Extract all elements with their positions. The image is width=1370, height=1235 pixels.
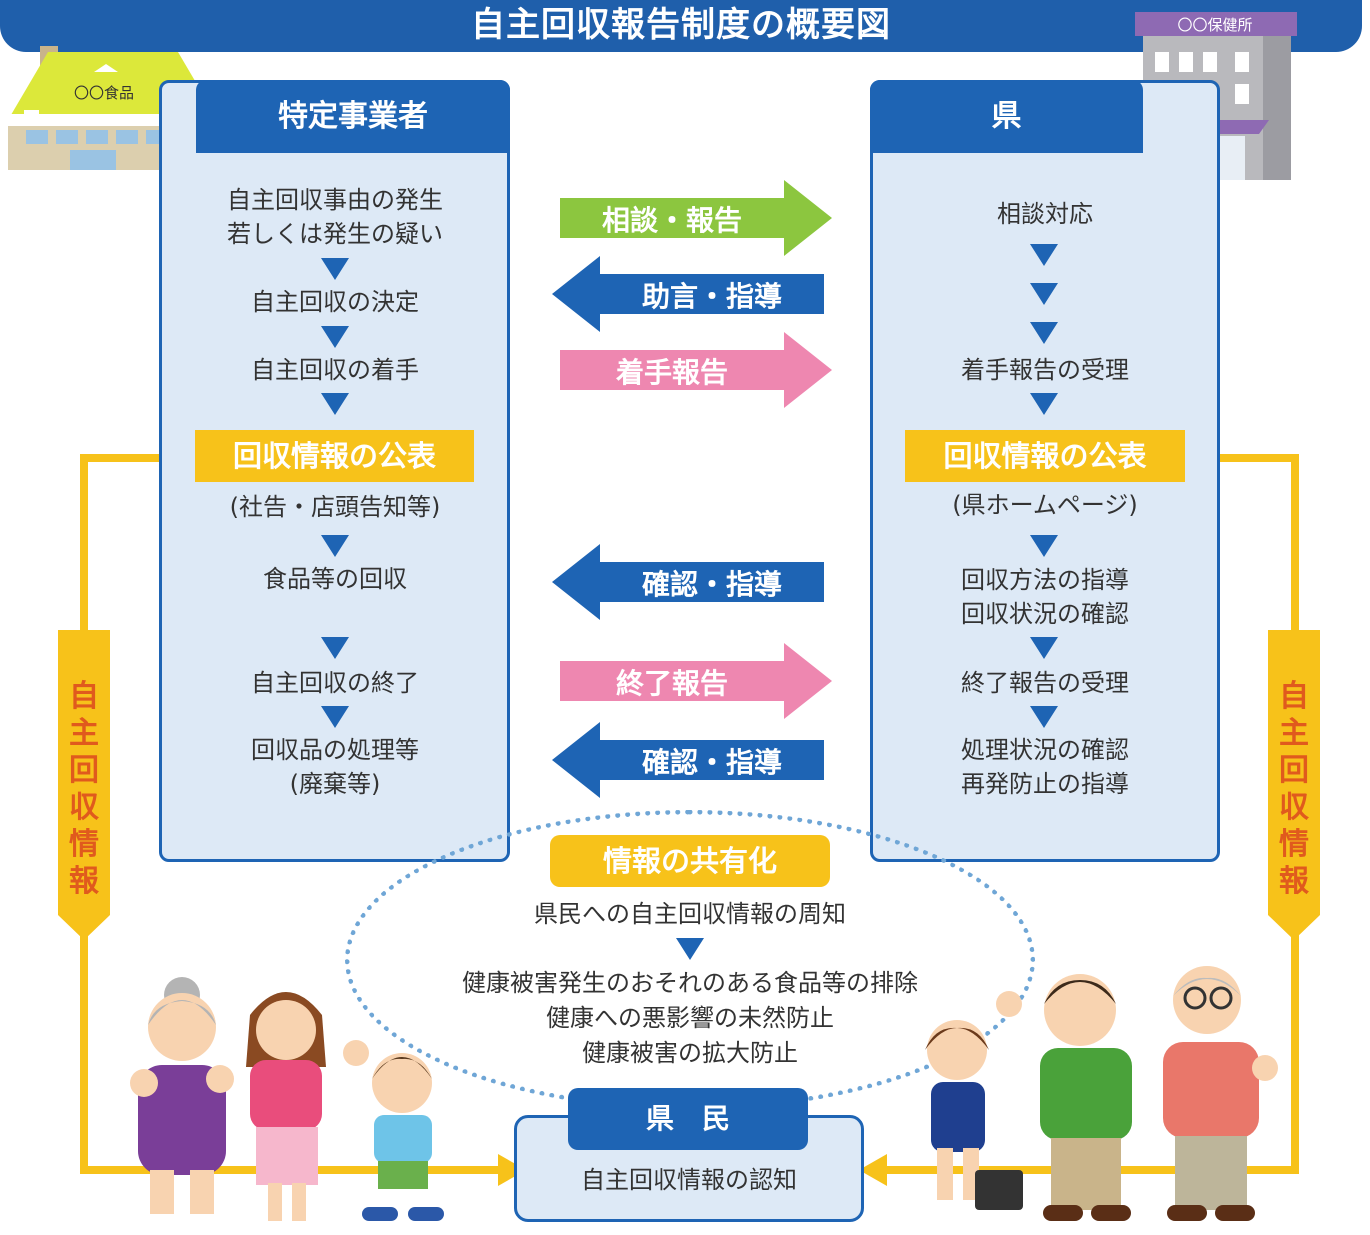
publication-note-left: (社告・店頭告知等) bbox=[229, 493, 441, 521]
step-food-recall: 食品等の回収 bbox=[263, 565, 407, 593]
side-label-left: 自主回収情報 bbox=[62, 678, 106, 900]
step-method-guidance: 回収方法の指導 bbox=[961, 566, 1129, 594]
arrow-start-report bbox=[560, 332, 832, 408]
citizens-header: 県 民 bbox=[568, 1088, 808, 1150]
food-company-sign: 〇〇食品 bbox=[73, 84, 134, 102]
side-label-right-text: 自主回収情報 bbox=[1272, 678, 1316, 900]
step-recall-start: 自主回収の着手 bbox=[251, 356, 419, 384]
arrow-label-confirm-guidance-2: 確認・指導 bbox=[641, 746, 782, 779]
step-disposal: 回収品の処理等 bbox=[251, 736, 419, 764]
down-arrow-icon bbox=[1030, 244, 1058, 266]
side-label-char: 回 bbox=[69, 753, 99, 788]
down-arrow-icon bbox=[1030, 637, 1058, 659]
sharing-effect-3: 健康被害の拡大防止 bbox=[582, 1039, 798, 1067]
down-arrow-icon bbox=[1030, 706, 1058, 728]
down-arrow-icon bbox=[321, 258, 349, 280]
publication-left: 回収情報の公表 bbox=[195, 430, 474, 482]
step-recall-end: 自主回収の終了 bbox=[251, 669, 419, 697]
side-label-char: 収 bbox=[69, 790, 99, 825]
sharing-effect-2: 健康への悪影響の未然防止 bbox=[546, 1004, 834, 1032]
down-arrow-icon bbox=[1030, 535, 1058, 557]
health-center-sign: 〇〇保健所 bbox=[1177, 16, 1253, 34]
arrow-confirm-guidance-2 bbox=[552, 722, 824, 798]
page-title: 自主回収報告制度の概要図 bbox=[471, 5, 891, 45]
grandmother-figure bbox=[130, 977, 234, 1214]
citizens-family-left bbox=[130, 977, 444, 1221]
down-arrow-icon bbox=[1030, 393, 1058, 415]
arrowhead-to-citizens-right bbox=[859, 1154, 887, 1186]
down-arrow-icon bbox=[676, 938, 704, 960]
citizens-family-right bbox=[925, 966, 1278, 1221]
prefecture-header: 県 bbox=[870, 80, 1143, 153]
arrow-label-confirm-guidance-1: 確認・指導 bbox=[641, 568, 782, 601]
arrowhead-to-citizens-left bbox=[498, 1154, 526, 1186]
step-status-check: 回収状況の確認 bbox=[961, 600, 1129, 628]
grandfather-figure bbox=[1163, 966, 1278, 1221]
side-label-char: 報 bbox=[1279, 864, 1309, 899]
publication-right: 回収情報の公表 bbox=[905, 430, 1185, 482]
arrow-label-advice-guidance: 助言・指導 bbox=[641, 280, 782, 313]
step-recall-suspicion: 若しくは発生の疑い bbox=[227, 220, 443, 248]
side-label-char: 情 bbox=[1279, 827, 1309, 862]
down-arrow-icon bbox=[321, 706, 349, 728]
sharing-notice: 県民への自主回収情報の周知 bbox=[534, 900, 846, 928]
side-label-char: 報 bbox=[69, 864, 99, 899]
side-label-char: 収 bbox=[1279, 790, 1309, 825]
step-end-report-receipt: 終了報告の受理 bbox=[961, 669, 1129, 697]
side-label-char: 主 bbox=[1279, 716, 1309, 751]
boy-figure bbox=[362, 1053, 444, 1221]
down-arrow-icon bbox=[321, 326, 349, 348]
side-label-right: 自主回収情報 bbox=[1272, 678, 1316, 900]
step-recurrence-prevention: 再発防止の指導 bbox=[961, 770, 1129, 798]
business-operator-header: 特定事業者 bbox=[196, 80, 510, 153]
girl-figure bbox=[925, 1020, 1023, 1210]
arrow-label-end-report: 終了報告 bbox=[615, 667, 728, 700]
publication-note-right: (県ホームページ) bbox=[952, 491, 1138, 519]
step-start-report-receipt: 着手報告の受理 bbox=[961, 356, 1129, 384]
side-label-char: 自 bbox=[69, 679, 99, 714]
step-disposal-note: (廃棄等) bbox=[289, 770, 381, 798]
side-label-char: 情 bbox=[69, 827, 99, 862]
step-recall-cause: 自主回収事由の発生 bbox=[227, 186, 443, 214]
information-sharing-header: 情報の共有化 bbox=[550, 835, 830, 887]
down-arrow-icon bbox=[1030, 322, 1058, 344]
side-label-char: 主 bbox=[69, 716, 99, 751]
arrow-label-start-report: 着手報告 bbox=[615, 356, 728, 389]
side-label-char: 回 bbox=[1279, 753, 1309, 788]
arrow-advice-guidance bbox=[552, 256, 824, 332]
arrow-end-report bbox=[560, 643, 832, 719]
mother-figure bbox=[246, 992, 369, 1221]
sharing-effect-1: 健康被害発生のおそれのある食品等の排除 bbox=[462, 969, 918, 997]
arrow-consult-report bbox=[560, 180, 832, 256]
father-figure bbox=[996, 974, 1132, 1221]
down-arrow-icon bbox=[1030, 283, 1058, 305]
citizens-awareness: 自主回収情報の認知 bbox=[581, 1166, 797, 1194]
side-label-char: 自 bbox=[1279, 679, 1309, 714]
step-disposal-check: 処理状況の確認 bbox=[961, 736, 1129, 764]
side-label-left-shape bbox=[58, 630, 110, 940]
step-consultation: 相談対応 bbox=[997, 200, 1093, 228]
side-label-right-shape bbox=[1268, 630, 1320, 940]
arrow-label-consult-report: 相談・報告 bbox=[601, 204, 742, 237]
down-arrow-icon bbox=[321, 535, 349, 557]
arrow-confirm-guidance-1 bbox=[552, 544, 824, 620]
down-arrow-icon bbox=[321, 637, 349, 659]
side-label-left-text: 自主回収情報 bbox=[62, 678, 106, 900]
step-recall-decision: 自主回収の決定 bbox=[251, 288, 419, 316]
down-arrow-icon bbox=[321, 393, 349, 415]
exchange-arrows bbox=[552, 180, 832, 798]
